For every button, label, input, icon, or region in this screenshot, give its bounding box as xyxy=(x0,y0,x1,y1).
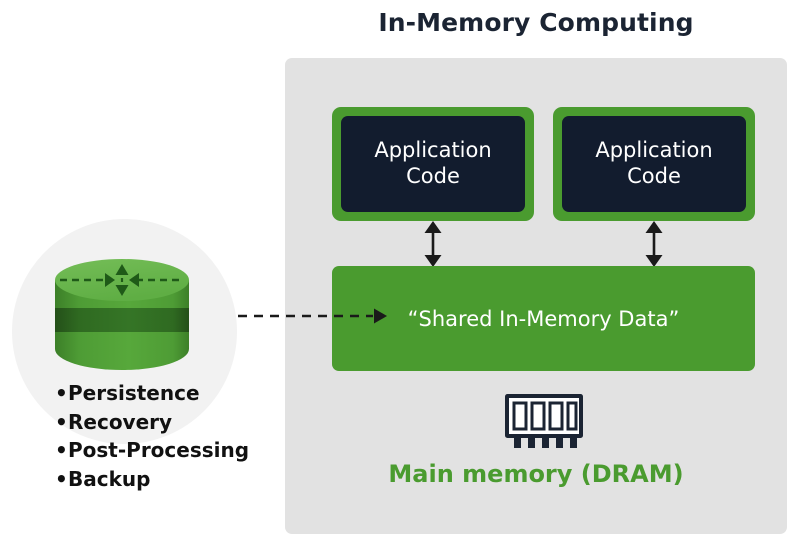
list-item: • Persistence xyxy=(55,379,285,408)
double-arrow-icon-left xyxy=(420,221,446,267)
shared-in-memory-data-box: “Shared In-Memory Data” xyxy=(332,266,755,371)
bullet-icon: • xyxy=(55,381,68,405)
list-item-label: Post-Processing xyxy=(68,438,250,463)
list-item-label: Recovery xyxy=(68,409,173,434)
bullet-icon: • xyxy=(55,466,68,491)
application-code-box-right-inner: Application Code xyxy=(562,116,746,212)
application-code-left-line2: Code xyxy=(406,164,460,188)
application-code-right-line1: Application xyxy=(595,138,713,163)
bullet-icon: • xyxy=(55,438,68,463)
database-cylinder-icon xyxy=(52,258,192,371)
shared-in-memory-data-label: “Shared In-Memory Data” xyxy=(407,306,680,331)
application-code-right-line2: Code xyxy=(627,164,681,188)
application-code-box-right: Application Code xyxy=(553,107,755,221)
main-memory-label: Main memory (DRAM) xyxy=(388,460,684,488)
page-title: In-Memory Computing xyxy=(378,8,694,37)
list-item: • Backup xyxy=(55,465,285,494)
application-code-box-left-inner: Application Code xyxy=(341,116,525,212)
list-item-label: Persistence xyxy=(68,381,200,405)
list-item-label: Backup xyxy=(68,466,151,491)
storage-capability-list: • Persistence • Recovery • Post-Processi… xyxy=(55,379,285,493)
ram-module-icon xyxy=(503,392,585,454)
bullet-icon: • xyxy=(55,409,68,434)
list-item: • Recovery xyxy=(55,408,285,437)
list-item: • Post-Processing xyxy=(55,436,285,465)
application-code-left-line1: Application xyxy=(374,138,492,163)
double-arrow-icon-right xyxy=(641,221,667,267)
application-code-box-left: Application Code xyxy=(332,107,534,221)
